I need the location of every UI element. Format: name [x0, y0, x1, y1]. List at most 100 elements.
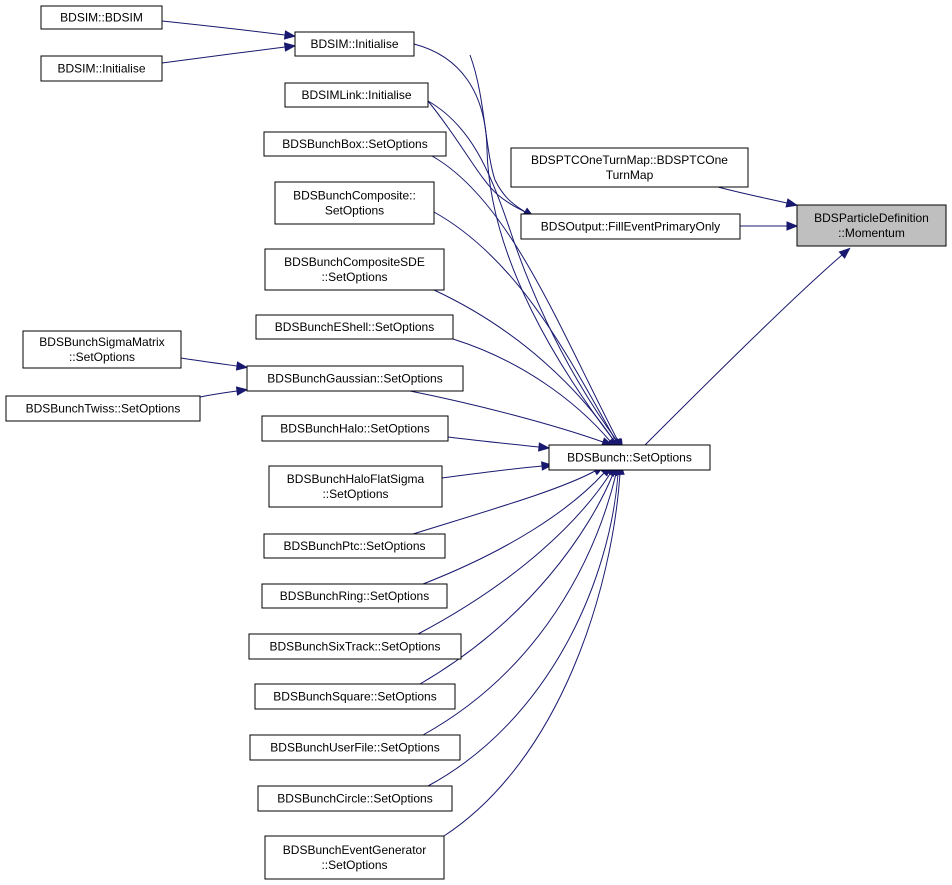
edge-line: [412, 470, 596, 535]
node-composite[interactable]: BDSBunchComposite::SetOptions: [274, 181, 435, 225]
node-label: BDSBunchSigmaMatrix: [39, 335, 164, 349]
node-label: BDSBunchEventGenerator: [283, 843, 426, 857]
edge-line: [433, 211, 617, 442]
node-label: BDSBunchCircle::SetOptions: [277, 792, 432, 806]
node-label: BDSBunchSixTrack::SetOptions: [270, 640, 441, 654]
node-label: BDSBunchCompositeSDE: [284, 255, 425, 269]
node-ring[interactable]: BDSBunchRing::SetOptions: [261, 583, 448, 609]
node-eshell[interactable]: BDSBunchEShell::SetOptions: [255, 314, 454, 340]
arrow-head-icon: [838, 247, 851, 259]
edge-line: [447, 436, 540, 448]
node-circle[interactable]: BDSBunchCircle::SetOptions: [257, 785, 453, 812]
node-label: BDSBunchEShell::SetOptions: [275, 320, 434, 334]
node-box: [796, 204, 947, 247]
node-box: [274, 181, 435, 225]
node-label: BDSBunchBox::SetOptions: [282, 137, 427, 151]
node-label: BDSPTCOneTurnMap::BDSPTCOne: [531, 153, 728, 167]
node-box: [261, 583, 448, 609]
edge-line: [199, 390, 238, 398]
node-eventgen[interactable]: BDSBunchEventGenerator::SetOptions: [264, 835, 445, 880]
node-square[interactable]: BDSBunchSquare::SetOptions: [254, 683, 456, 710]
node-box: [255, 314, 454, 340]
node-label: BDSBunch::SetOptions: [567, 451, 692, 465]
node-ptc[interactable]: BDSBunchPtc::SetOptions: [263, 533, 446, 559]
arrow-head-icon: [786, 221, 799, 231]
edge-gaussian-to-bunch: [409, 390, 614, 447]
node-label: ::SetOptions: [321, 858, 387, 872]
edge-line: [441, 465, 543, 479]
node-label: SetOptions: [325, 204, 384, 218]
arrow-head-icon: [283, 42, 297, 52]
node-label: BDSIM::BDSIM: [60, 11, 143, 25]
node-label: BDSBunchSquare::SetOptions: [273, 690, 436, 704]
node-box: [520, 213, 741, 240]
node-label: ::Momentum: [838, 226, 905, 240]
edge-line: [452, 338, 611, 442]
node-box: [248, 633, 462, 660]
node-box: [40, 5, 163, 30]
edge-line: [431, 155, 619, 442]
node-twiss[interactable]: BDSBunchTwiss::SetOptions: [5, 395, 201, 422]
edge-ptcturn-to-momentum: [717, 186, 799, 208]
node-box: [510, 147, 749, 188]
edge-line: [644, 254, 843, 446]
node-sixtrack[interactable]: BDSBunchSixTrack::SetOptions: [248, 633, 462, 660]
node-bdsim_init2[interactable]: BDSIM::Initialise: [40, 55, 163, 82]
node-label: BDSParticleDefinition: [814, 211, 929, 225]
node-box[interactable]: BDSBunchBox::SetOptions: [263, 131, 447, 157]
node-label: BDSIM::Initialise: [57, 62, 145, 76]
node-halo[interactable]: BDSBunchHalo::SetOptions: [261, 415, 449, 442]
edge-line: [409, 390, 604, 443]
edge-composite-to-bunch: [433, 211, 622, 451]
edge-haloflat-to-bunch: [441, 461, 554, 479]
node-label: BDSBunchGaussian::SetOptions: [267, 372, 442, 386]
node-bdsim_init[interactable]: BDSIM::Initialise: [294, 31, 415, 57]
node-box: [548, 444, 711, 471]
edge-line: [433, 289, 615, 442]
node-bdsim_ctor[interactable]: BDSIM::BDSIM: [40, 5, 163, 30]
edge-line: [443, 473, 621, 837]
edge-halo-to-bunch: [447, 436, 551, 452]
edge-line: [469, 54, 526, 213]
nodes-layer: BDSIM::BDSIMBDSIM::InitialiseBDSIM::Init…: [5, 5, 947, 880]
node-output[interactable]: BDSOutput::FillEventPrimaryOnly: [520, 213, 741, 240]
edge-bdsim_init-to-output: [469, 54, 535, 219]
node-label: ::SetOptions: [322, 487, 388, 501]
node-label: BDSBunchHaloFlatSigma: [287, 472, 425, 486]
node-bdsimlink_init[interactable]: BDSIMLink::Initialise: [284, 82, 429, 108]
node-label: BDSBunchHalo::SetOptions: [280, 422, 429, 436]
node-gaussian[interactable]: BDSBunchGaussian::SetOptions: [246, 365, 464, 392]
edge-line: [427, 100, 526, 213]
node-label: BDSBunchComposite::: [293, 189, 416, 203]
node-label: TurnMap: [606, 168, 654, 182]
arrow-head-icon: [283, 30, 297, 40]
node-label: BDSIM::Initialise: [310, 37, 398, 51]
node-bunch[interactable]: BDSBunch::SetOptions: [548, 444, 711, 471]
node-box: [284, 82, 429, 108]
node-box: [263, 131, 447, 157]
node-box: [261, 415, 449, 442]
node-box: [264, 835, 445, 880]
edge-line: [427, 100, 618, 442]
node-compositesde[interactable]: BDSBunchCompositeSDE::SetOptions: [264, 248, 445, 291]
edge-line: [717, 186, 788, 204]
node-userfile[interactable]: BDSBunchUserFile::SetOptions: [249, 734, 461, 761]
arrow-head-icon: [235, 386, 249, 396]
node-box: [264, 248, 445, 291]
arrow-head-icon: [541, 461, 554, 471]
node-label: BDSIMLink::Initialise: [301, 88, 411, 102]
node-ptcturn[interactable]: BDSPTCOneTurnMap::BDSPTCOneTurnMap: [510, 147, 749, 188]
node-box: [268, 465, 443, 508]
arrow-head-icon: [235, 361, 249, 371]
node-sigmamatrix[interactable]: BDSBunchSigmaMatrix::SetOptions: [22, 330, 182, 369]
node-box: [254, 683, 456, 710]
node-haloflat[interactable]: BDSBunchHaloFlatSigma::SetOptions: [268, 465, 443, 508]
node-box: [22, 330, 182, 369]
node-box: [5, 395, 201, 422]
edge-line: [422, 472, 605, 585]
edge-twiss-to-gaussian: [199, 386, 249, 398]
edge-line: [180, 357, 238, 367]
node-label: BDSBunchRing::SetOptions: [280, 589, 429, 603]
edge-eshell-to-bunch: [452, 338, 618, 450]
